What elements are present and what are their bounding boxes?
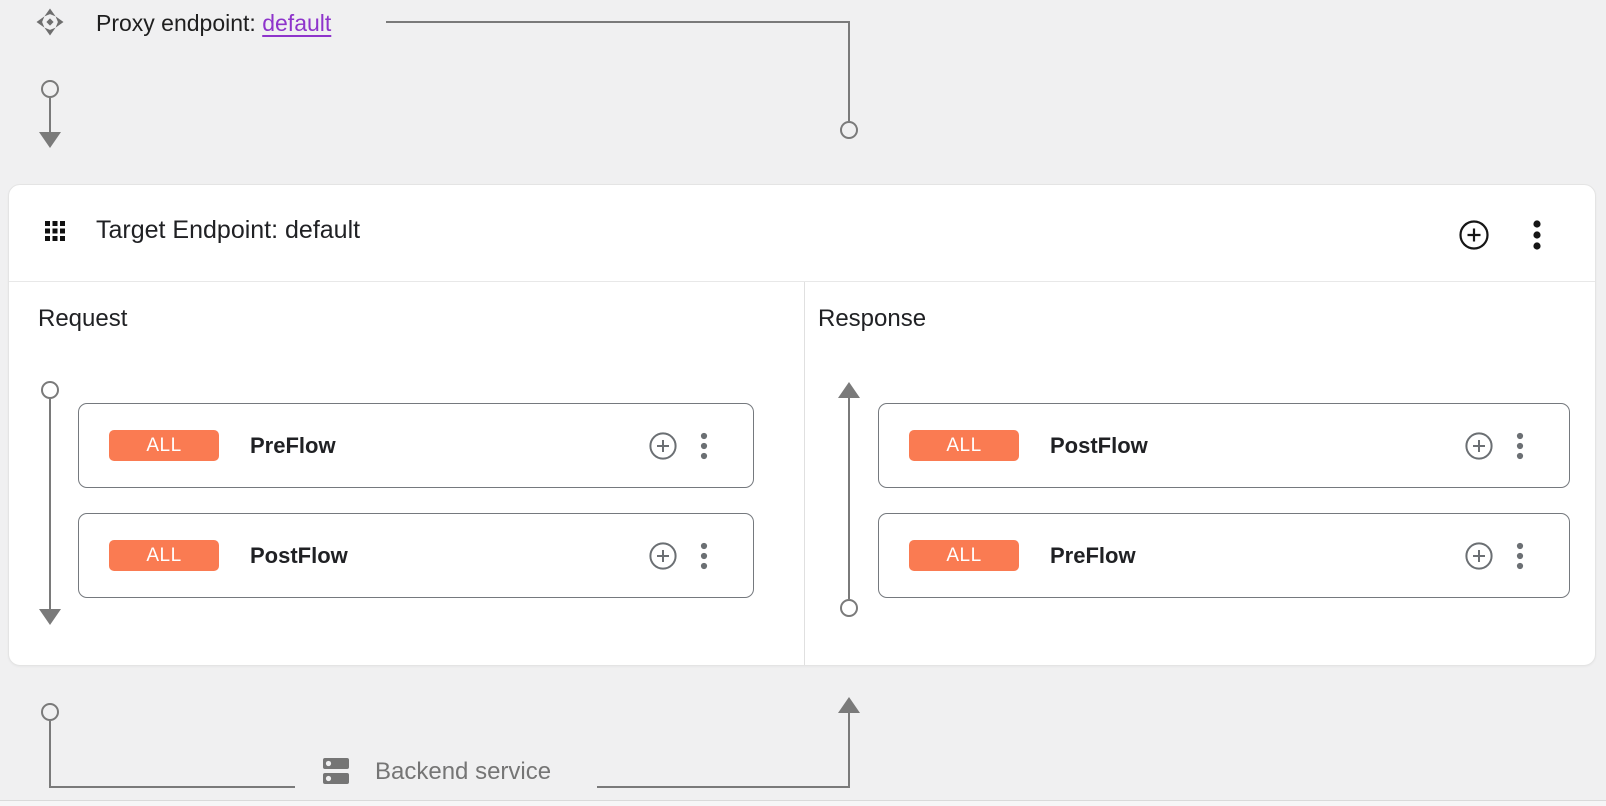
condition-badge: ALL	[909, 430, 1019, 461]
card-header-divider	[9, 281, 1595, 282]
flow-menu-icon[interactable]	[697, 430, 711, 462]
connector-arrow-response-end	[838, 382, 860, 398]
flow-menu-icon[interactable]	[697, 540, 711, 572]
connector-response-vertical	[848, 397, 850, 599]
proxy-endpoint-row: Proxy endpoint: default	[96, 8, 331, 38]
proxy-endpoint-label: Proxy endpoint:	[96, 10, 256, 36]
connector-arrow-bottom-right	[838, 697, 860, 713]
flow-menu-icon[interactable]	[1513, 540, 1527, 572]
add-policy-icon[interactable]	[648, 541, 678, 571]
backend-service-label: Backend service	[375, 758, 552, 785]
bottom-edge-divider	[0, 800, 1606, 801]
add-circle-icon[interactable]	[1458, 219, 1490, 251]
condition-badge: ALL	[109, 540, 219, 571]
flow-card-response-postflow[interactable]: ALL PostFlow	[878, 403, 1570, 488]
bottom-edge-strip	[0, 801, 1606, 806]
response-column-label: Response	[818, 305, 927, 332]
flow-name: PreFlow	[1050, 542, 1136, 568]
add-policy-icon[interactable]	[648, 431, 678, 461]
flow-card-request-postflow[interactable]: ALL PostFlow	[78, 513, 754, 598]
request-column-label: Request	[38, 305, 128, 332]
connector-proxy-top-horizontal	[386, 21, 850, 23]
condition-badge: ALL	[909, 540, 1019, 571]
flow-card-response-preflow[interactable]: ALL PreFlow	[878, 513, 1570, 598]
target-endpoint-title: Target Endpoint: default	[96, 216, 361, 244]
flow-menu-icon[interactable]	[1513, 430, 1527, 462]
connector-node-request-start	[41, 381, 59, 399]
connector-bottom-right-horizontal	[597, 786, 850, 788]
flow-card-request-preflow[interactable]: ALL PreFlow	[78, 403, 754, 488]
connector-node-bottom-left	[41, 703, 59, 721]
flow-name: PostFlow	[250, 542, 348, 568]
add-policy-icon[interactable]	[1464, 431, 1494, 461]
connector-bottom-right-vertical	[848, 712, 850, 788]
connector-node-response-start	[840, 599, 858, 617]
request-response-divider	[804, 282, 805, 665]
condition-badge: ALL	[109, 430, 219, 461]
proxy-endpoint-icon	[36, 8, 64, 36]
add-policy-icon[interactable]	[1464, 541, 1494, 571]
connector-bottom-left-horizontal	[49, 786, 295, 788]
flow-name: PreFlow	[250, 432, 336, 458]
connector-arrow-request-end	[39, 609, 61, 625]
connector-bottom-left-vertical	[49, 721, 51, 787]
connector-proxy-top-vertical	[848, 21, 850, 121]
drag-grid-icon[interactable]	[45, 221, 65, 241]
proxy-endpoint-link[interactable]: default	[262, 10, 332, 36]
more-vert-icon[interactable]	[1528, 217, 1546, 253]
backend-service-icon	[322, 757, 350, 785]
connector-top-left-vertical	[49, 98, 51, 132]
connector-node-top-right	[840, 121, 858, 139]
connector-arrow-top-left	[39, 132, 61, 148]
flow-name: PostFlow	[1050, 432, 1148, 458]
connector-request-vertical	[49, 399, 51, 610]
connector-node-top-left	[41, 80, 59, 98]
